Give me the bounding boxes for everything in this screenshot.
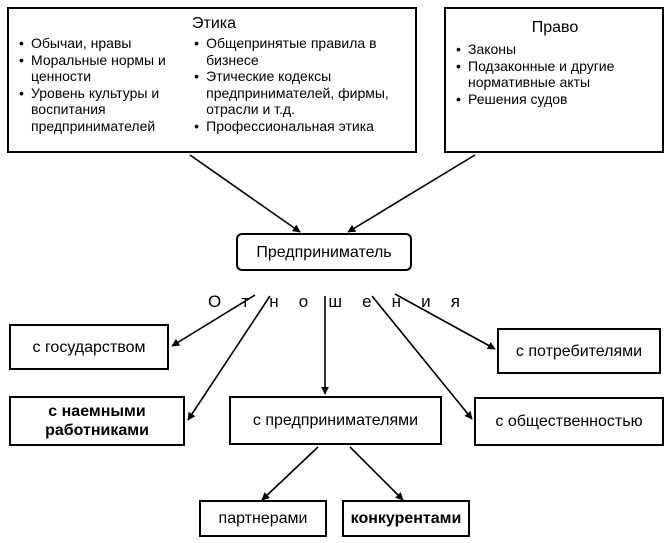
relations-letter: е xyxy=(362,292,372,311)
partners-box: партнерами xyxy=(199,500,327,537)
relations-label: О т н о ш е н и я xyxy=(208,292,460,312)
arrow-law-to-entrepreneur xyxy=(347,154,476,233)
arrow-to-employees xyxy=(187,295,271,421)
relations-letter: н xyxy=(269,292,279,311)
relations-letter: и xyxy=(421,292,431,311)
entrepreneur-box: Предприниматель xyxy=(236,233,412,271)
ethics-item: Профессиональная этика xyxy=(194,118,409,135)
relations-letter: я xyxy=(450,292,460,311)
consumers-label: с потребителями xyxy=(515,342,643,360)
entrepreneurs-label: с предпринимателями xyxy=(252,412,419,429)
entrepreneurs-box: с предпринимателями xyxy=(229,396,442,445)
ethics-item: Общепринятые правила в бизнесе xyxy=(194,35,409,68)
arrow-to-partners xyxy=(261,446,319,501)
arrow-to-competitors xyxy=(349,446,404,501)
ethics-item: Этические кодексы предпринимателей, фирм… xyxy=(194,68,409,118)
ethics-item: Уровень культуры и воспитания предприним… xyxy=(19,85,188,135)
state-label: с государством xyxy=(32,338,146,356)
relations-letter: н xyxy=(391,292,402,311)
employees-box: с наемными работниками xyxy=(9,396,185,446)
public-box: с общественностью xyxy=(474,397,664,446)
arrow-ethics-to-entrepreneur xyxy=(189,154,301,233)
competitors-box: конкурентами xyxy=(342,500,470,537)
public-label: с общественностью xyxy=(495,413,643,430)
relations-letter: т xyxy=(241,292,250,311)
arrow-to-consumers xyxy=(394,293,496,350)
entrepreneur-label: Предприниматель xyxy=(256,243,392,261)
arrow-to-state xyxy=(171,294,256,347)
ethics-list-left: Обычаи, нравы Моральные нормы и ценности… xyxy=(19,35,188,134)
relations-letter: ш xyxy=(328,292,342,311)
partners-label: партнерами xyxy=(218,510,308,527)
competitors-label: конкурентами xyxy=(350,510,462,527)
law-item: Законы xyxy=(456,41,654,58)
ethics-item: Обычаи, нравы xyxy=(19,35,188,52)
ethics-title: Этика xyxy=(191,15,236,32)
law-item: Подзаконные и другие нормативные акты xyxy=(456,58,654,91)
law-title: Право xyxy=(531,19,579,36)
law-list: Законы Подзаконные и другие нормативные … xyxy=(456,41,654,107)
consumers-box: с потребителями xyxy=(497,328,661,374)
law-box: Право Законы Подзаконные и другие нормат… xyxy=(444,7,664,153)
employees-label: с наемными работниками xyxy=(45,403,149,439)
ethics-item: Моральные нормы и ценности xyxy=(19,52,188,85)
state-box: с государством xyxy=(9,324,169,370)
law-item: Решения судов xyxy=(456,91,654,108)
ethics-box: Этика Обычаи, нравы Моральные нормы и це… xyxy=(7,7,417,153)
relations-letter: О xyxy=(208,292,222,311)
relations-letter: о xyxy=(298,292,309,311)
ethics-list-right: Общепринятые правила в бизнесе Этические… xyxy=(194,35,409,134)
arrow-to-public xyxy=(371,295,473,420)
